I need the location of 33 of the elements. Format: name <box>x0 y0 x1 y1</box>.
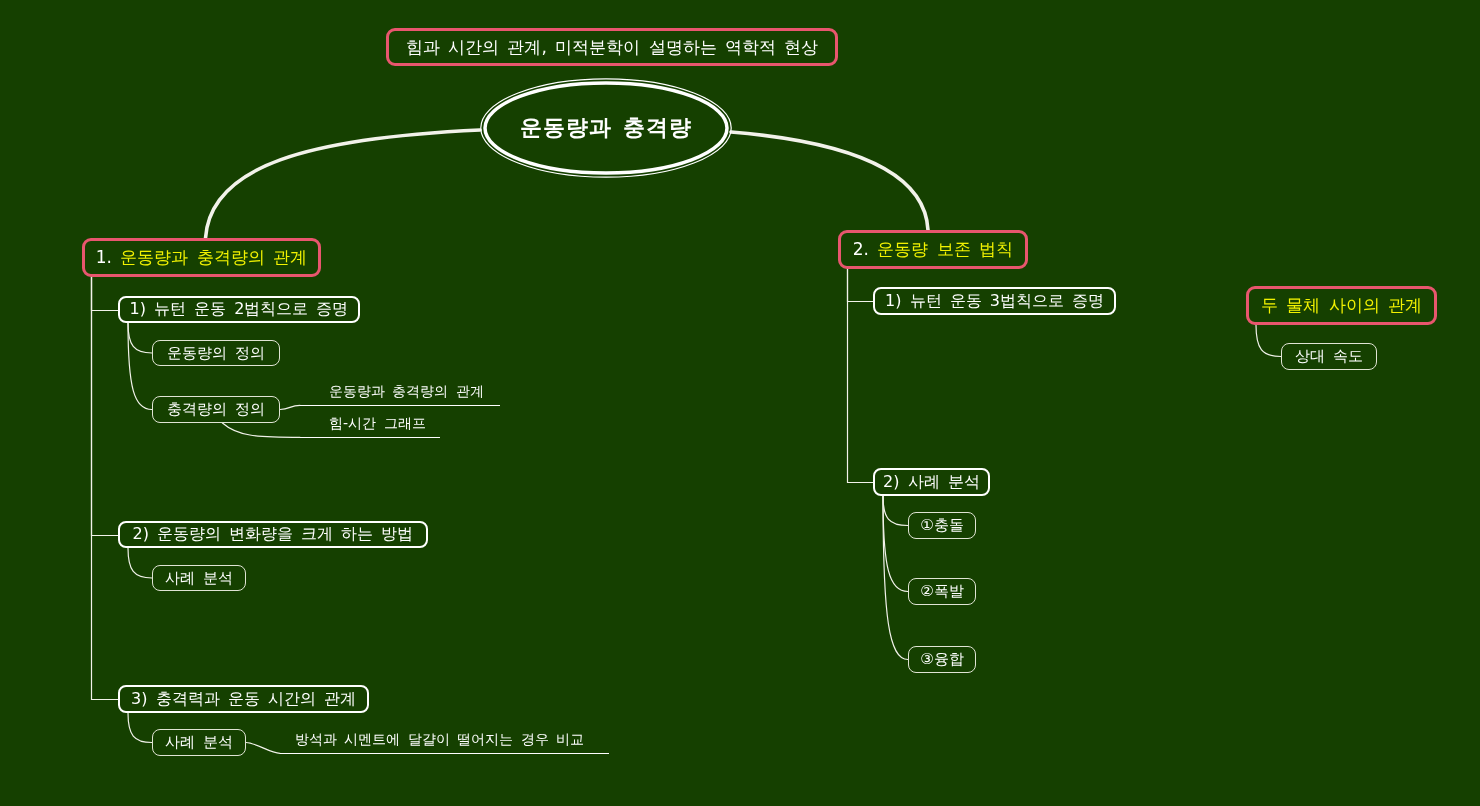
connector-curve <box>279 404 301 411</box>
subtopic-box: 사례 분석 <box>152 565 246 591</box>
topic-box: 1. 운동량과 충격량의 관계 <box>82 238 321 277</box>
connector-curve <box>127 712 153 744</box>
subtopic-box: 3) 충격력과 운동 시간의 관계 <box>118 685 369 713</box>
subtopic-box: 2) 사례 분석 <box>873 468 990 496</box>
underlined-text: 방석과 시멘트에 달걀이 떨어지는 경우 비교 <box>280 727 609 754</box>
connector-curve <box>1255 324 1282 358</box>
subtopic-box: 2) 운동량의 변화량을 크게 하는 방법 <box>118 521 428 548</box>
connector-curve <box>127 547 153 579</box>
connector-line <box>90 276 119 701</box>
connector-curve <box>127 322 153 411</box>
subtopic-box: ③융합 <box>908 646 976 673</box>
connector-curve <box>882 495 909 661</box>
topic-box: 힘과 시간의 관계, 미적분학이 설명하는 역학적 현상 <box>386 28 838 66</box>
subtopic-box: 사례 분석 <box>152 729 246 756</box>
connector-curve <box>221 422 301 438</box>
subtopic-box: ①충돌 <box>908 512 976 539</box>
topic-box: 2. 운동량 보존 법칙 <box>838 230 1028 269</box>
topic-box: 두 물체 사이의 관계 <box>1246 286 1437 325</box>
subtopic-box: 1) 뉴턴 운동 2법칙으로 증명 <box>118 296 360 323</box>
subtopic-box: 1) 뉴턴 운동 3법칙으로 증명 <box>873 287 1116 315</box>
underlined-text: 운동량과 충격량의 관계 <box>300 378 500 406</box>
underlined-text: 힘-시간 그래프 <box>300 411 440 438</box>
branch-curve <box>729 130 930 232</box>
branch-curve <box>203 128 482 240</box>
connector-line <box>846 268 874 484</box>
central-ellipse: 운동량과 충격량 <box>480 78 732 178</box>
connector-curve <box>245 741 281 754</box>
subtopic-box: 운동량의 정의 <box>152 340 280 366</box>
subtopic-box: ②폭발 <box>908 578 976 605</box>
subtopic-box: 충격량의 정의 <box>152 396 280 423</box>
subtopic-box: 상대 속도 <box>1281 343 1377 370</box>
